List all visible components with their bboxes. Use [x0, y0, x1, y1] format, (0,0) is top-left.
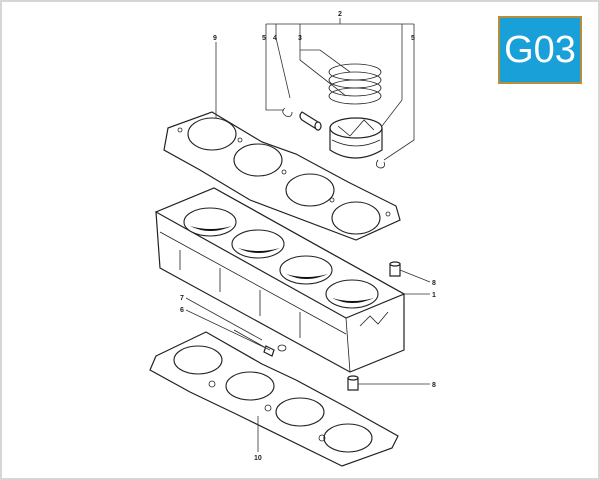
circlip-left	[282, 107, 293, 117]
callout-2: 2	[338, 11, 342, 18]
callout-8-lower: 8	[432, 382, 436, 389]
circlip-right	[376, 159, 385, 169]
cylinder-block	[154, 187, 406, 373]
washer	[277, 344, 287, 352]
piston-rings	[328, 63, 382, 105]
callout-7: 7	[180, 295, 184, 302]
head-gasket	[163, 111, 401, 241]
dowel-upper	[389, 261, 401, 277]
page-code-badge: G03	[498, 16, 582, 84]
callout-9: 9	[213, 35, 217, 42]
leader-lines	[185, 18, 431, 452]
callout-4: 4	[273, 35, 277, 42]
page-code: G03	[504, 28, 576, 71]
callout-5-left: 5	[262, 35, 266, 42]
callout-3: 3	[298, 35, 302, 42]
base-gasket	[149, 331, 399, 467]
callout-5-right: 5	[411, 35, 415, 42]
callout-10: 10	[254, 455, 262, 462]
piston	[329, 117, 383, 159]
callout-8-upper: 8	[432, 280, 436, 287]
piston-pin	[299, 111, 322, 131]
callout-1: 1	[432, 292, 436, 299]
dowel-lower	[347, 375, 359, 391]
callout-6: 6	[180, 307, 184, 314]
